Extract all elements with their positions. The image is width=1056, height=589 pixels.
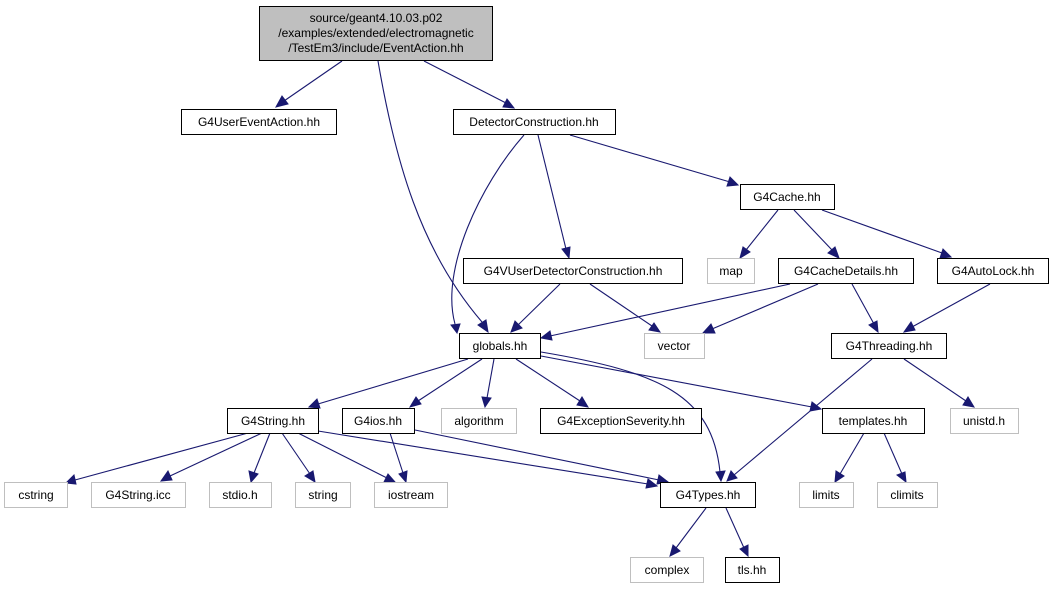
- node-detectorconstruction-label: DetectorConstruction.hh: [469, 115, 598, 129]
- edge-g4cache-map: [739, 209, 779, 260]
- edge-g4ios-iostream: [389, 432, 408, 484]
- node-algorithm[interactable]: algorithm: [441, 408, 517, 434]
- node-g4stringicc-label: G4String.icc: [105, 488, 170, 502]
- edge-eventaction-globals: [377, 60, 489, 334]
- node-globals[interactable]: globals.hh: [459, 333, 541, 359]
- edge-templates-climits: [883, 432, 907, 484]
- node-g4threading-label: G4Threading.hh: [846, 339, 933, 353]
- node-map[interactable]: map: [707, 258, 755, 284]
- node-g4string[interactable]: G4String.hh: [227, 408, 319, 434]
- node-algorithm-label: algorithm: [454, 414, 503, 428]
- edge-g4vuserdetectorconstruction-vector: [589, 283, 662, 333]
- edge-globals-g4exceptionseverity: [515, 358, 589, 408]
- node-limits-label: limits: [812, 488, 839, 502]
- node-eventaction-line-1: source/geant4.10.03.p02: [310, 11, 443, 25]
- node-map-label: map: [719, 264, 743, 278]
- node-g4usereventaction[interactable]: G4UserEventAction.hh: [181, 109, 337, 135]
- edge-globals-g4ios: [408, 358, 483, 408]
- node-unistd[interactable]: unistd.h: [950, 408, 1019, 434]
- edge-g4string-g4stringicc: [159, 432, 263, 482]
- node-tls[interactable]: tls.hh: [725, 557, 780, 583]
- node-g4autolock[interactable]: G4AutoLock.hh: [937, 258, 1049, 284]
- edge-g4types-complex: [669, 507, 707, 557]
- edge-g4cache-g4autolock: [821, 209, 953, 259]
- node-g4types[interactable]: G4Types.hh: [660, 482, 756, 508]
- edge-g4string-g4types: [317, 430, 659, 489]
- edge-g4cachedetails-globals: [539, 283, 791, 341]
- edge-globals-g4string: [307, 358, 469, 409]
- node-g4cachedetails-label: G4CacheDetails.hh: [794, 264, 898, 278]
- node-g4vuserdetectorconstruction[interactable]: G4VUserDetectorConstruction.hh: [463, 258, 683, 284]
- edge-g4cachedetails-g4threading: [851, 283, 879, 334]
- node-g4cachedetails[interactable]: G4CacheDetails.hh: [778, 258, 914, 284]
- edge-g4string-cstring: [64, 432, 249, 485]
- edge-detectorconstruction-g4cache: [569, 134, 740, 187]
- edge-eventaction-g4usereventaction: [275, 60, 343, 108]
- node-g4exceptionseverity[interactable]: G4ExceptionSeverity.hh: [540, 408, 702, 434]
- node-stdio[interactable]: stdio.h: [209, 482, 272, 508]
- node-g4usereventaction-label: G4UserEventAction.hh: [198, 115, 320, 129]
- node-limits[interactable]: limits: [799, 482, 854, 508]
- edge-g4string-string: [281, 432, 316, 483]
- node-g4types-label: G4Types.hh: [676, 488, 741, 502]
- node-g4ios[interactable]: G4ios.hh: [342, 408, 415, 434]
- node-g4autolock-label: G4AutoLock.hh: [952, 264, 1035, 278]
- node-climits[interactable]: climits: [877, 482, 938, 508]
- node-g4string-label: G4String.hh: [241, 414, 305, 428]
- node-complex[interactable]: complex: [630, 557, 704, 583]
- node-templates-label: templates.hh: [839, 414, 908, 428]
- edge-detectorconstruction-globals: [450, 134, 525, 335]
- node-iostream-label: iostream: [388, 488, 434, 502]
- node-string[interactable]: string: [295, 482, 351, 508]
- edge-g4threading-unistd: [903, 358, 975, 408]
- edge-g4ios-g4types: [414, 429, 670, 485]
- node-vector[interactable]: vector: [644, 333, 705, 359]
- node-g4cache-label: G4Cache.hh: [753, 190, 820, 204]
- edge-g4threading-g4types: [726, 358, 873, 482]
- node-vector-label: vector: [658, 339, 691, 353]
- node-complex-label: complex: [645, 563, 690, 577]
- node-g4vuserdetectorconstruction-label: G4VUserDetectorConstruction.hh: [484, 264, 663, 278]
- node-stdio-label: stdio.h: [222, 488, 257, 502]
- node-cstring[interactable]: cstring: [4, 482, 68, 508]
- node-globals-label: globals.hh: [473, 339, 528, 353]
- node-eventaction-line-3: /TestEm3/include/EventAction.hh: [288, 41, 463, 55]
- node-climits-label: climits: [890, 488, 923, 502]
- node-unistd-label: unistd.h: [963, 414, 1005, 428]
- node-string-label: string: [308, 488, 337, 502]
- node-g4threading[interactable]: G4Threading.hh: [831, 333, 947, 359]
- node-g4exceptionseverity-label: G4ExceptionSeverity.hh: [557, 414, 685, 428]
- node-g4stringicc[interactable]: G4String.icc: [91, 482, 186, 508]
- edge-detectorconstruction-g4vuserdetectorconstruction: [537, 134, 571, 260]
- node-eventaction[interactable]: source/geant4.10.03.p02 /examples/extend…: [259, 6, 493, 61]
- node-templates[interactable]: templates.hh: [822, 408, 925, 434]
- node-cstring-label: cstring: [18, 488, 53, 502]
- edge-g4cache-g4cachedetails: [793, 209, 840, 259]
- edge-g4vuserdetectorconstruction-globals: [510, 283, 561, 333]
- node-g4cache[interactable]: G4Cache.hh: [740, 184, 835, 210]
- edge-templates-limits: [834, 432, 865, 483]
- node-iostream[interactable]: iostream: [374, 482, 448, 508]
- edge-g4autolock-g4threading: [902, 283, 991, 333]
- edge-globals-g4types: [540, 351, 726, 483]
- edge-eventaction-detectorconstruction: [423, 60, 516, 109]
- node-detectorconstruction[interactable]: DetectorConstruction.hh: [453, 109, 616, 135]
- edge-g4string-stdio: [248, 432, 271, 484]
- node-eventaction-line-2: /examples/extended/electromagnetic: [278, 26, 473, 40]
- edge-g4cachedetails-vector: [701, 283, 819, 334]
- edge-globals-algorithm: [481, 358, 495, 409]
- node-g4ios-label: G4ios.hh: [354, 414, 402, 428]
- edge-g4types-tls: [725, 507, 749, 558]
- node-tls-label: tls.hh: [738, 563, 767, 577]
